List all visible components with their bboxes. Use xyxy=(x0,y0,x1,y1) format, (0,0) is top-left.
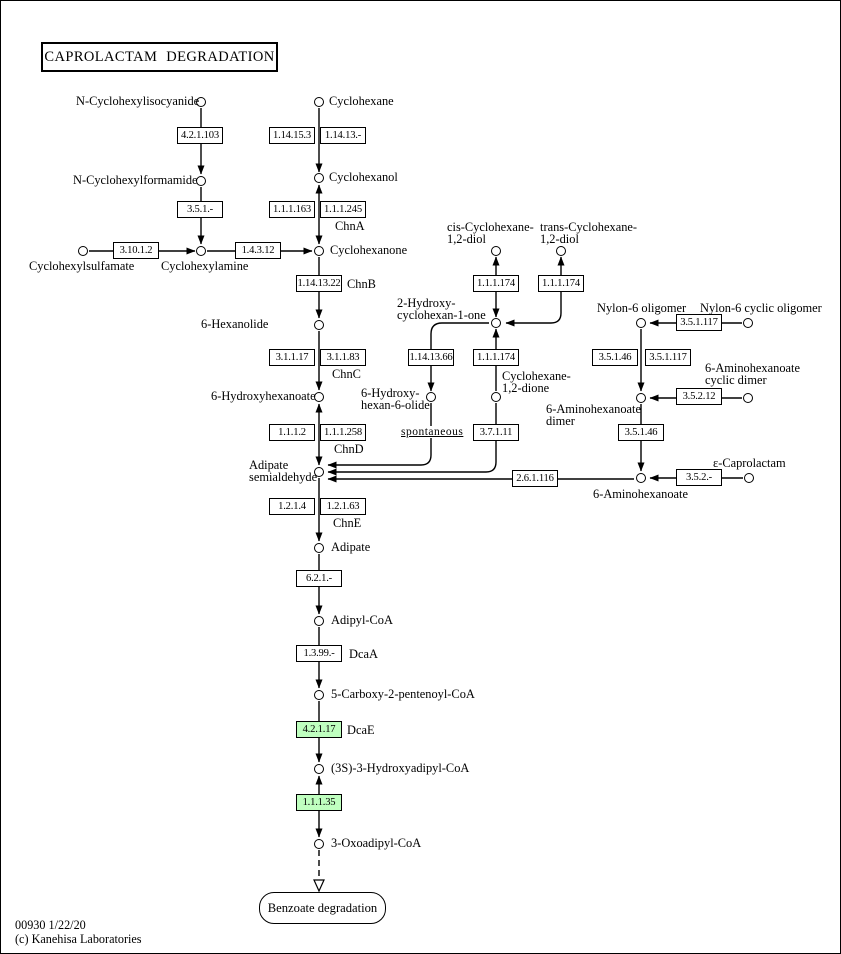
compound-6-hexanolide[interactable] xyxy=(314,320,324,330)
copyright: (c) Kanehisa Laboratories xyxy=(15,932,142,946)
compound-n-cyclohexylisocyanide[interactable] xyxy=(196,97,206,107)
enzyme-box-3.1.1.17[interactable]: 3.1.1.17 xyxy=(269,349,315,366)
enzyme-box-1.1.1.163[interactable]: 1.1.1.163 xyxy=(269,201,315,218)
map-number: 00930 1/22/20 xyxy=(15,918,86,932)
compound-e-caprolactam[interactable] xyxy=(744,473,754,483)
pathway-link-benzoate-degradation[interactable]: Benzoate degradation xyxy=(259,892,386,924)
compound-label-n-cyclohexylformamide: N-Cyclohexylformamide xyxy=(73,173,198,187)
enzyme-box-3.5.1.117[interactable]: 3.5.1.117 xyxy=(676,314,722,331)
compound-cyclohexane-12-dione[interactable] xyxy=(491,392,501,402)
compound-label-6-hydroxyhexanoate: 6-Hydroxyhexanoate xyxy=(211,389,316,403)
enzyme-box-3.7.1.11[interactable]: 3.7.1.11 xyxy=(473,424,519,441)
compound-label-nylon-6-cyclic-oligomer: Nylon-6 cyclic oligomer xyxy=(700,301,822,315)
gene-tag-ChnD: ChnD xyxy=(334,442,364,456)
compound-label-5-carboxy-2-pentenoyl-coa: 5-Carboxy-2-pentenoyl-CoA xyxy=(331,687,475,701)
enzyme-box-1.2.1.4[interactable]: 1.2.1.4 xyxy=(269,498,315,515)
compound-label-cyclohexane: Cyclohexane xyxy=(329,94,394,108)
compound-nylon-6-oligomer[interactable] xyxy=(636,318,646,328)
compound-2-hydroxycyclohexan-1-one[interactable] xyxy=(491,318,501,328)
compound-nylon-6-cyclic-oligomer[interactable] xyxy=(743,318,753,328)
enzyme-box-3.5.2.-[interactable]: 3.5.2.- xyxy=(676,469,722,486)
enzyme-box-1.14.13.22[interactable]: 1.14.13.22 xyxy=(296,275,342,292)
gene-tag-DcaE: DcaE xyxy=(347,723,375,737)
compound-label-n-cyclohexylisocyanide: N-Cyclohexylisocyanide xyxy=(76,94,200,108)
compound-cyclohexylamine[interactable] xyxy=(196,246,206,256)
compound-label-3-oxoadipyl-coa: 3-Oxoadipyl-CoA xyxy=(331,836,422,850)
enzyme-box-1.3.99.-[interactable]: 1.3.99.- xyxy=(296,645,342,662)
compound-cis-cyclohexane-12-diol[interactable] xyxy=(491,246,501,256)
compound-3s-3-hydroxyadipyl-coa[interactable] xyxy=(314,764,324,774)
compound-5-carboxy-2-pentenoyl-coa[interactable] xyxy=(314,690,324,700)
enzyme-box-3.5.2.12[interactable]: 3.5.2.12 xyxy=(676,388,722,405)
enzyme-box-1.1.1.35[interactable]: 1.1.1.35 xyxy=(296,794,342,811)
compound-label-cis-cyclohexane-12-diol: cis-Cyclohexane-1,2-diol xyxy=(447,220,534,246)
compound-trans-cyclohexane-12-diol[interactable] xyxy=(556,246,566,256)
compound-6-aminohexanoate[interactable] xyxy=(636,473,646,483)
compound-label-cyclohexylamine: Cyclohexylamine xyxy=(161,259,249,273)
compound-6-hydroxyhexanoate[interactable] xyxy=(314,392,324,402)
enzyme-box-1.1.1.245[interactable]: 1.1.1.245 xyxy=(320,201,366,218)
enzyme-box-1.1.1.258[interactable]: 1.1.1.258 xyxy=(320,424,366,441)
compound-label-cyclohexane-12-dione: Cyclohexane-1,2-dione xyxy=(502,369,571,395)
enzyme-box-6.2.1.-[interactable]: 6.2.1.- xyxy=(296,570,342,587)
compound-label-6-hydroxy-hexan-6-olide: 6-Hydroxy-hexan-6-olide xyxy=(361,386,430,412)
compound-label-nylon-6-oligomer: Nylon-6 oligomer xyxy=(597,301,687,315)
compound-label-adipate: Adipate xyxy=(331,540,371,554)
compound-n-cyclohexylformamide[interactable] xyxy=(196,176,206,186)
annotation-spontaneous: spontaneous xyxy=(401,426,464,438)
compound-label-3s-3-hydroxyadipyl-coa: (3S)-3-Hydroxyadipyl-CoA xyxy=(331,761,470,775)
gene-tag-ChnE: ChnE xyxy=(333,516,362,530)
enzyme-box-3.5.1.117[interactable]: 3.5.1.117 xyxy=(645,349,691,366)
compound-label-2-hydroxycyclohexan-1-one: 2-Hydroxy-cyclohexan-1-one xyxy=(397,296,486,322)
compound-cyclohexanol[interactable] xyxy=(314,173,324,183)
compound-label-adipyl-coa: Adipyl-CoA xyxy=(331,613,393,627)
compound-label-trans-cyclohexane-12-diol: trans-Cyclohexane-1,2-diol xyxy=(540,220,638,246)
enzyme-box-1.2.1.63[interactable]: 1.2.1.63 xyxy=(320,498,366,515)
enzyme-box-3.1.1.83[interactable]: 3.1.1.83 xyxy=(320,349,366,366)
enzyme-box-3.5.1.-[interactable]: 3.5.1.- xyxy=(177,201,223,218)
compound-cyclohexane[interactable] xyxy=(314,97,324,107)
compound-adipyl-coa[interactable] xyxy=(314,616,324,626)
compound-adipate-semialdehyde[interactable] xyxy=(314,467,324,477)
gene-tag-ChnB: ChnB xyxy=(347,277,376,291)
compound-label-6-hexanolide: 6-Hexanolide xyxy=(201,317,269,331)
compound-label-6-aminohexanoate: 6-Aminohexanoate xyxy=(593,487,688,501)
gene-tag-ChnC: ChnC xyxy=(332,367,361,381)
enzyme-box-3.10.1.2[interactable]: 3.10.1.2 xyxy=(113,242,159,259)
compound-label-cyclohexanol: Cyclohexanol xyxy=(329,170,398,184)
compound-adipate[interactable] xyxy=(314,543,324,553)
enzyme-box-1.14.13.66[interactable]: 1.14.13.66 xyxy=(408,349,454,366)
compound-3-oxoadipyl-coa[interactable] xyxy=(314,839,324,849)
compound-label-e-caprolactam: ε-Caprolactam xyxy=(713,456,786,470)
gene-tag-ChnA: ChnA xyxy=(335,219,365,233)
compound-6-aminohexanoate-dimer[interactable] xyxy=(636,393,646,403)
enzyme-box-1.14.13.-[interactable]: 1.14.13.- xyxy=(320,127,366,144)
enzyme-box-2.6.1.116[interactable]: 2.6.1.116 xyxy=(512,470,558,487)
enzyme-box-1.1.1.2[interactable]: 1.1.1.2 xyxy=(269,424,315,441)
enzyme-box-3.5.1.46[interactable]: 3.5.1.46 xyxy=(618,424,664,441)
compound-6-aminohexanoate-cyclic-dimer[interactable] xyxy=(743,393,753,403)
gene-tag-DcaA: DcaA xyxy=(349,647,378,661)
pathway-title: CAPROLACTAM DEGRADATION xyxy=(41,42,278,72)
compound-label-cyclohexylsulfamate: Cyclohexylsulfamate xyxy=(29,259,135,273)
compound-cyclohexylsulfamate[interactable] xyxy=(78,246,88,256)
compound-label-cyclohexanone: Cyclohexanone xyxy=(330,243,408,257)
enzyme-box-4.2.1.103[interactable]: 4.2.1.103 xyxy=(177,127,223,144)
compound-cyclohexanone[interactable] xyxy=(314,246,324,256)
enzyme-box-3.5.1.46[interactable]: 3.5.1.46 xyxy=(592,349,638,366)
enzyme-box-1.1.1.174[interactable]: 1.1.1.174 xyxy=(473,275,519,292)
enzyme-box-1.1.1.174[interactable]: 1.1.1.174 xyxy=(538,275,584,292)
enzyme-box-1.4.3.12[interactable]: 1.4.3.12 xyxy=(235,242,281,259)
enzyme-box-1.1.1.174[interactable]: 1.1.1.174 xyxy=(473,349,519,366)
enzyme-box-4.2.1.17[interactable]: 4.2.1.17 xyxy=(296,721,342,738)
compound-6-hydroxy-hexan-6-olide[interactable] xyxy=(426,392,436,402)
enzyme-box-1.14.15.3[interactable]: 1.14.15.3 xyxy=(269,127,315,144)
